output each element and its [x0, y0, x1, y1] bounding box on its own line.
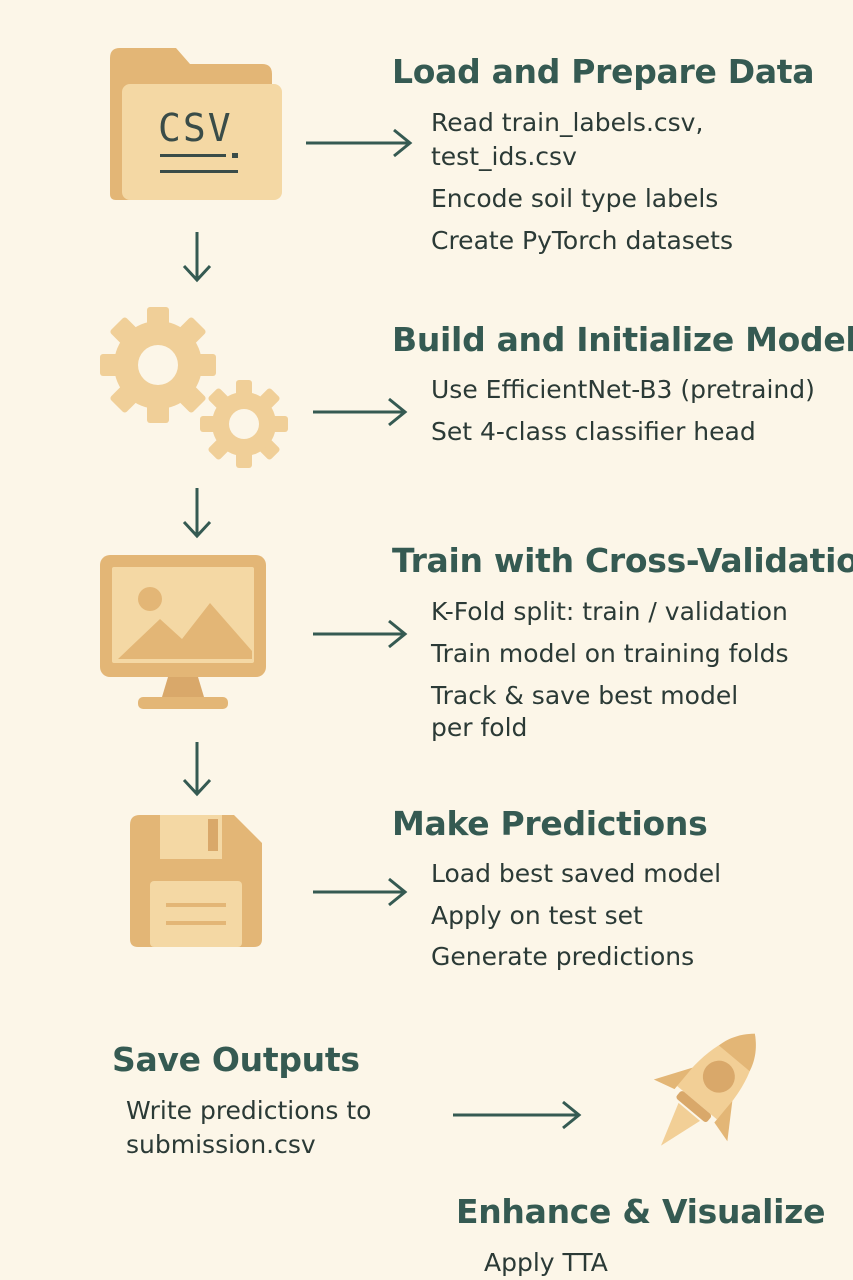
monitor-image-icon	[100, 555, 266, 709]
gears-icon	[100, 307, 288, 468]
step-title-predict: Make Predictions	[392, 804, 708, 843]
arrow-right-2	[313, 397, 408, 427]
step-item: per fold	[431, 713, 528, 742]
csv-label: CSV	[158, 106, 233, 150]
step-title-save: Save Outputs	[112, 1040, 360, 1079]
step-item: Generate predictions	[431, 942, 695, 971]
step-item: Create PyTorch datasets	[431, 226, 734, 255]
arrow-down-2	[182, 488, 212, 539]
floppy-disk-icon	[130, 815, 262, 947]
step-item: Train model on training folds	[431, 639, 789, 668]
arrow-right-5	[453, 1100, 582, 1130]
step-title-load: Load and Prepare Data	[392, 52, 815, 91]
step-item: Set 4-class classifier head	[431, 417, 756, 446]
step-title-build: Build and Initialize Model	[392, 320, 853, 359]
step-item: Encode soil type labels	[431, 184, 719, 213]
step-item: Write predictions to	[126, 1096, 372, 1125]
rocket-icon	[653, 1033, 756, 1146]
arrow-right-3	[313, 619, 408, 649]
step-item: Apply TTA	[484, 1248, 608, 1277]
csv-folder-icon	[110, 48, 282, 200]
step-item: Track & save best model	[431, 681, 739, 710]
arrow-down-1	[182, 232, 212, 283]
arrow-down-3	[182, 742, 212, 797]
arrow-right-1	[306, 128, 413, 158]
csv-lines	[160, 153, 238, 173]
step-item: Apply on test set	[431, 901, 643, 930]
arrow-right-4	[313, 877, 408, 907]
step-item: Load best saved model	[431, 859, 722, 888]
step-title-train: Train with Cross-Validation	[392, 541, 853, 580]
step-item: K-Fold split: train / validation	[431, 597, 788, 626]
step-item: submission.csv	[126, 1130, 316, 1159]
step-title-enhance: Enhance & Visualize	[456, 1192, 826, 1231]
step-item: test_ids.csv	[431, 142, 577, 171]
step-item: Use EfficientNet-B3 (pretraind)	[431, 375, 815, 404]
step-item: Read train_labels.csv,	[431, 108, 704, 137]
